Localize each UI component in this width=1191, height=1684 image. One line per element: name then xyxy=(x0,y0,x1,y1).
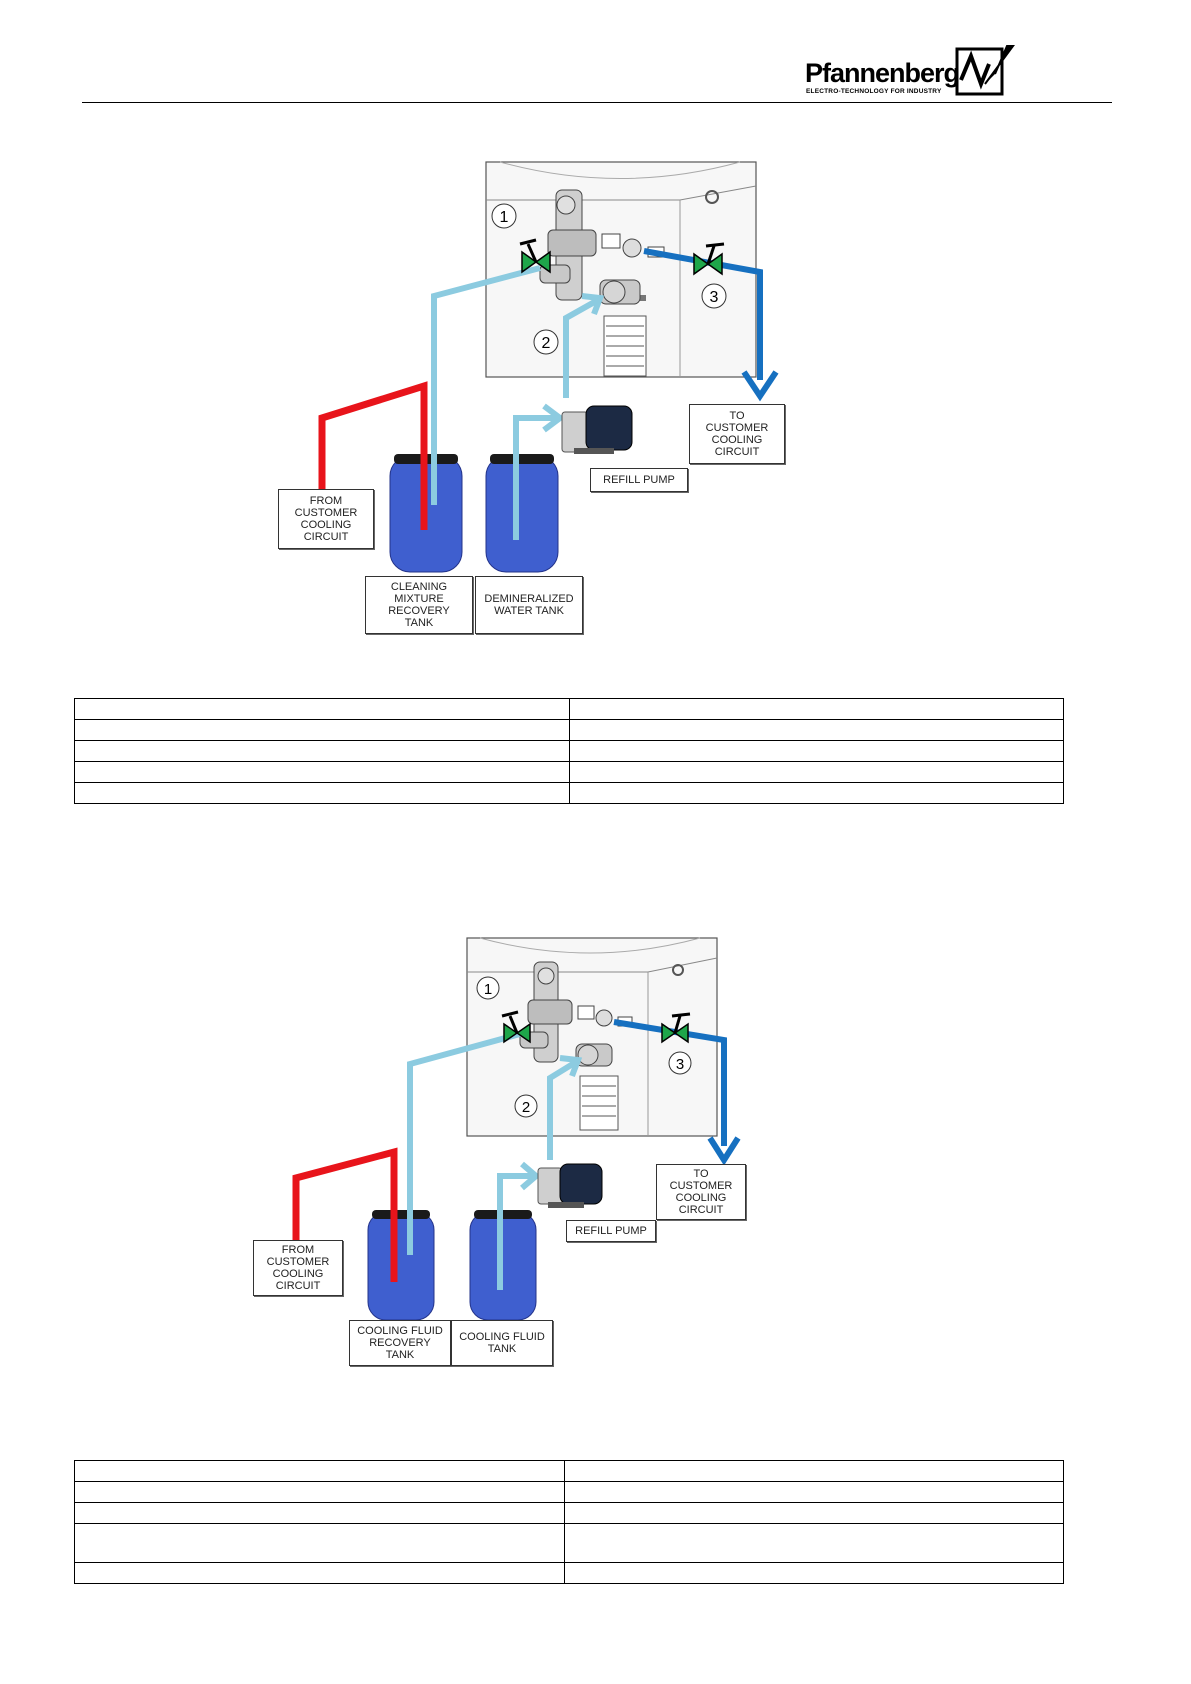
label-cooling-fluid-tank: COOLING FLUID TANK xyxy=(451,1320,553,1366)
label-line: CIRCUIT xyxy=(678,1204,724,1216)
label-line: CUSTOMER xyxy=(294,507,358,519)
outlet-valve-icon xyxy=(693,242,725,276)
table-row xyxy=(74,1562,1065,1584)
label-from-customer-cooling-circuit-2: FROM CUSTOMER COOLING CIRCUIT xyxy=(253,1240,343,1296)
pfannenberg-logo: Pfannenberg ELECTRO-TECHNOLOGY FOR INDUS… xyxy=(805,44,1020,100)
left-tank-illustration-2 xyxy=(367,1210,435,1321)
callout-2: 2 xyxy=(533,329,559,355)
callout-3-fig2: 3 xyxy=(668,1051,692,1075)
label-demineralized-water-tank: DEMINERALIZED WATER TANK xyxy=(475,576,583,634)
outlet-valve-icon-2 xyxy=(661,1012,691,1044)
refill-arrowhead-2 xyxy=(520,1055,583,1191)
callout-3: 3 xyxy=(701,283,727,309)
refill-pump-illustration-2 xyxy=(537,1163,603,1208)
svg-text:1: 1 xyxy=(500,209,509,226)
table-row xyxy=(74,1481,1065,1503)
dark-outlet-arrowhead xyxy=(741,370,779,402)
label-line: CIRCUIT xyxy=(303,531,349,543)
label-line: COOLING xyxy=(300,519,352,531)
label-line: COOLING xyxy=(711,434,763,446)
refill-pump-illustration xyxy=(561,405,633,454)
table-row xyxy=(74,782,1064,804)
label-line: COOLING FLUID xyxy=(459,1331,545,1343)
svg-text:2: 2 xyxy=(542,335,551,352)
label-line: RECOVERY xyxy=(388,605,450,617)
table-1 xyxy=(74,698,1064,804)
logo-tagline: ELECTRO-TECHNOLOGY FOR INDUSTRY xyxy=(806,88,942,95)
label-line: REFILL PUMP xyxy=(603,474,675,486)
callout-1: 1 xyxy=(491,203,517,229)
table-row xyxy=(74,698,1064,720)
label-from-customer-cooling-circuit: FROM CUSTOMER COOLING CIRCUIT xyxy=(278,489,374,549)
refill-arrowhead xyxy=(542,293,605,433)
inlet-valve-icon xyxy=(519,238,551,274)
dark-outlet-line xyxy=(643,248,763,380)
figure-cleaning-diagram: 1 2 3 xyxy=(318,161,779,573)
svg-text:2: 2 xyxy=(522,1099,530,1116)
svg-text:3: 3 xyxy=(710,289,719,306)
label-line: COOLING xyxy=(272,1268,324,1280)
callout-2-fig2: 2 xyxy=(514,1094,538,1118)
dark-outlet-arrowhead-2 xyxy=(707,1136,741,1166)
logo-name: Pfannenberg xyxy=(805,58,960,88)
table-2 xyxy=(74,1460,1065,1584)
label-line: TO xyxy=(693,1168,709,1180)
label-line: COOLING FLUID xyxy=(357,1325,443,1337)
table-row xyxy=(74,1523,1065,1563)
label-line: TANK xyxy=(385,1349,415,1361)
label-line: FROM xyxy=(281,1244,315,1256)
label-line: CUSTOMER xyxy=(669,1180,733,1192)
header-divider xyxy=(82,102,1112,103)
svg-text:1: 1 xyxy=(484,981,492,998)
label-line: CUSTOMER xyxy=(266,1256,330,1268)
label-line: COOLING xyxy=(675,1192,727,1204)
label-line: CIRCUIT xyxy=(714,446,760,458)
label-line: FROM xyxy=(309,495,343,507)
label-line: RECOVERY xyxy=(369,1337,431,1349)
label-line: TANK xyxy=(487,1343,517,1355)
label-line: DEMINERALIZED xyxy=(484,593,574,605)
pfannenberg-wave-logo-icon xyxy=(955,45,1015,96)
svg-text:3: 3 xyxy=(676,1056,684,1073)
right-tank-illustration xyxy=(485,454,559,573)
label-cooling-fluid-recovery-tank: COOLING FLUID RECOVERY TANK xyxy=(349,1320,451,1366)
label-line: TO xyxy=(729,410,745,422)
label-line: MIXTURE xyxy=(394,593,444,605)
label-to-customer-cooling-circuit-2: TO CUSTOMER COOLING CIRCUIT xyxy=(656,1164,746,1220)
table-row xyxy=(74,740,1064,762)
label-to-customer-cooling-circuit: TO CUSTOMER COOLING CIRCUIT xyxy=(689,404,785,464)
label-line: TANK xyxy=(404,617,434,629)
label-line: REFILL PUMP xyxy=(575,1225,647,1237)
label-line: CIRCUIT xyxy=(275,1280,321,1292)
label-line: CLEANING xyxy=(390,581,448,593)
callout-1-fig2: 1 xyxy=(476,976,500,1000)
label-line: CUSTOMER xyxy=(705,422,769,434)
table-row xyxy=(74,1502,1065,1524)
label-line: WATER TANK xyxy=(494,605,564,617)
table-row xyxy=(74,1460,1065,1482)
dark-outlet-line-2 xyxy=(613,1019,727,1146)
label-cleaning-mixture-recovery-tank: CLEANING MIXTURE RECOVERY TANK xyxy=(365,576,473,634)
label-refill-pump: REFILL PUMP xyxy=(590,468,688,492)
inlet-valve-icon-2 xyxy=(501,1010,531,1044)
label-refill-pump-2: REFILL PUMP xyxy=(566,1220,656,1242)
